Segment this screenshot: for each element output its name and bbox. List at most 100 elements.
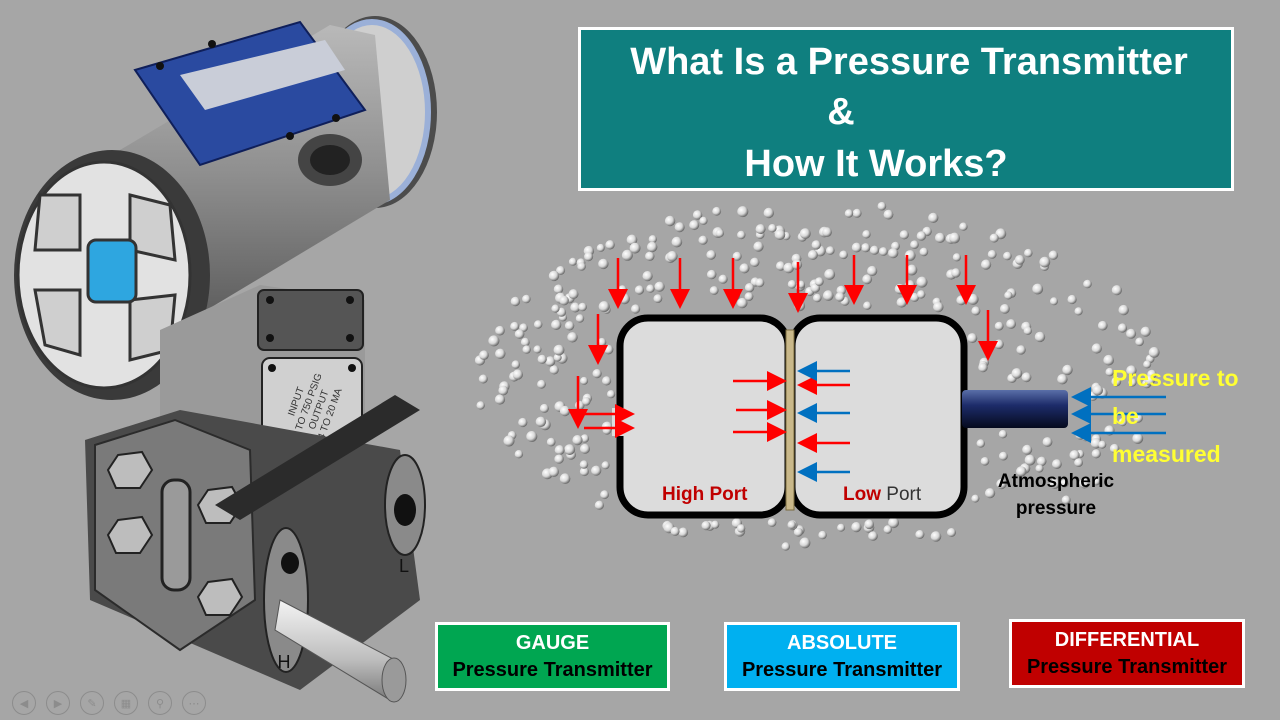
air-molecule <box>1092 477 1101 486</box>
air-molecule <box>883 209 894 220</box>
air-molecule <box>512 369 523 380</box>
air-molecule <box>498 385 509 396</box>
air-molecule <box>564 444 576 455</box>
air-molecule <box>823 290 834 301</box>
air-molecule <box>1133 413 1143 423</box>
air-molecule <box>495 325 505 336</box>
air-molecule <box>559 295 569 306</box>
air-molecule <box>548 466 559 477</box>
air-molecule <box>575 314 585 323</box>
air-molecule <box>861 243 871 253</box>
differential-transmitter-box[interactable]: DIFFERENTIAL Pressure Transmitter <box>1009 619 1245 688</box>
air-molecule <box>579 460 589 469</box>
air-molecule <box>1034 331 1046 343</box>
air-molecule <box>787 280 797 289</box>
air-molecule <box>1042 437 1053 447</box>
gauge-transmitter-box[interactable]: GAUGE Pressure Transmitter <box>435 622 670 691</box>
air-molecule <box>867 265 878 277</box>
air-molecule <box>750 257 760 267</box>
prev-icon[interactable]: ◀ <box>12 691 36 715</box>
air-molecule <box>568 257 577 266</box>
air-molecule <box>910 240 919 249</box>
air-molecule <box>548 270 560 282</box>
air-molecule <box>511 360 520 369</box>
air-molecule <box>577 262 586 271</box>
air-molecule <box>763 207 774 219</box>
air-molecule <box>711 520 720 529</box>
air-molecule <box>598 258 609 270</box>
atmospheric-line-2: pressure <box>1015 498 1097 519</box>
air-molecule <box>985 488 996 499</box>
air-molecule <box>906 264 918 276</box>
air-molecule <box>753 241 764 252</box>
air-molecule <box>522 294 531 304</box>
air-molecule <box>701 521 711 531</box>
air-molecule <box>518 417 528 428</box>
air-molecule <box>824 269 836 280</box>
air-molecule <box>1050 297 1058 306</box>
air-molecule <box>1006 319 1016 329</box>
air-molecule <box>976 439 985 448</box>
air-molecule <box>793 527 803 537</box>
more-icon[interactable]: ⋯ <box>182 691 206 715</box>
air-molecule <box>678 527 689 538</box>
air-molecule <box>689 220 700 231</box>
title-line-2: & <box>827 91 855 133</box>
air-molecule <box>503 435 515 447</box>
air-molecule <box>952 253 962 262</box>
air-molecule <box>514 329 525 339</box>
air-molecule <box>1111 376 1122 387</box>
air-molecule <box>642 271 653 282</box>
air-molecule <box>1148 347 1160 358</box>
air-molecule <box>1118 304 1129 316</box>
air-molecule <box>729 290 740 301</box>
air-molecule <box>553 284 564 294</box>
air-molecule <box>645 251 655 261</box>
zoom-icon[interactable]: ⚲ <box>148 691 172 715</box>
measured-line-1: Pressure to <box>1112 365 1239 391</box>
atmospheric-tube <box>962 390 1068 428</box>
air-molecule <box>1144 375 1155 386</box>
air-molecule <box>603 344 614 355</box>
air-molecule <box>549 365 559 375</box>
absolute-transmitter-box[interactable]: ABSOLUTE Pressure Transmitter <box>724 622 960 691</box>
air-molecule <box>1024 454 1036 466</box>
air-molecule <box>653 294 663 303</box>
air-molecule <box>564 321 575 331</box>
air-molecule <box>621 249 633 261</box>
air-molecule <box>799 228 811 240</box>
air-molecule <box>479 350 489 361</box>
blue-pressure-arrows <box>797 361 1166 482</box>
air-molecule <box>862 274 873 285</box>
air-molecule <box>1132 433 1144 444</box>
air-molecule <box>559 473 571 485</box>
air-molecule <box>744 283 755 293</box>
slideshow-controls: ◀ ▶ ✎ ▦ ⚲ ⋯ <box>12 691 206 715</box>
air-molecule <box>1126 365 1137 376</box>
high-port-marker: H <box>278 652 291 672</box>
air-molecule <box>579 467 589 477</box>
air-molecule <box>553 344 565 356</box>
pen-icon[interactable]: ✎ <box>80 691 104 715</box>
air-molecule <box>533 345 542 354</box>
air-molecule <box>648 235 657 244</box>
air-molecule <box>634 285 645 295</box>
air-molecule <box>1011 368 1023 379</box>
air-molecule <box>980 457 990 466</box>
air-molecule <box>580 443 590 454</box>
air-molecule <box>989 233 999 243</box>
low-port-label-rest: Port <box>881 484 922 505</box>
air-molecule <box>1083 279 1092 289</box>
air-molecule <box>899 230 909 240</box>
air-molecule <box>978 362 988 373</box>
air-molecule <box>674 222 685 233</box>
air-molecule <box>654 281 665 292</box>
air-molecule <box>526 431 538 442</box>
air-molecule <box>768 224 777 233</box>
slides-icon[interactable]: ▦ <box>114 691 138 715</box>
air-molecule <box>1128 378 1137 387</box>
air-molecule <box>539 403 549 413</box>
air-molecule <box>591 465 602 476</box>
next-icon[interactable]: ▶ <box>46 691 70 715</box>
transmitter-device: INPUT 0 TO 750 PSIG OUTPUT 4 TO 20 MA H … <box>14 16 437 703</box>
